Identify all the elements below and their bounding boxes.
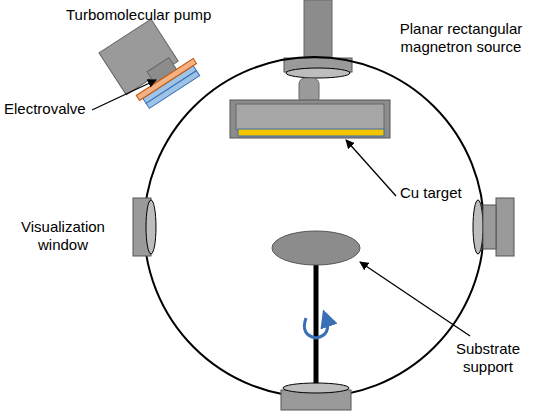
- feedthrough-column: [304, 0, 332, 62]
- window-port: [473, 200, 483, 254]
- magnetron-source: [230, 100, 390, 138]
- leader-line: [92, 80, 156, 110]
- valve-label: Electrovalve: [4, 100, 104, 118]
- visualization-window: [496, 198, 514, 256]
- top-port: [286, 68, 350, 78]
- leader-line: [346, 140, 396, 196]
- bottom-port: [283, 383, 349, 393]
- window-collar: [483, 205, 496, 249]
- cu-target: [238, 129, 384, 136]
- magnetron-bevel: [236, 104, 384, 130]
- support-label: Substrate support: [438, 340, 538, 376]
- window-port: [146, 200, 156, 254]
- substrate-holder: [272, 231, 360, 265]
- support-rod: [314, 255, 319, 392]
- window-label: Visualization window: [4, 218, 122, 254]
- leader-line: [360, 262, 470, 336]
- rotation-arrow: [304, 318, 327, 338]
- target-label: Cu target: [400, 184, 500, 202]
- pump-label: Turbomolecular pump: [66, 6, 246, 24]
- magnetron-label: Planar rectangular magnetron source: [376, 20, 546, 56]
- vacuum-chamber: [144, 57, 484, 397]
